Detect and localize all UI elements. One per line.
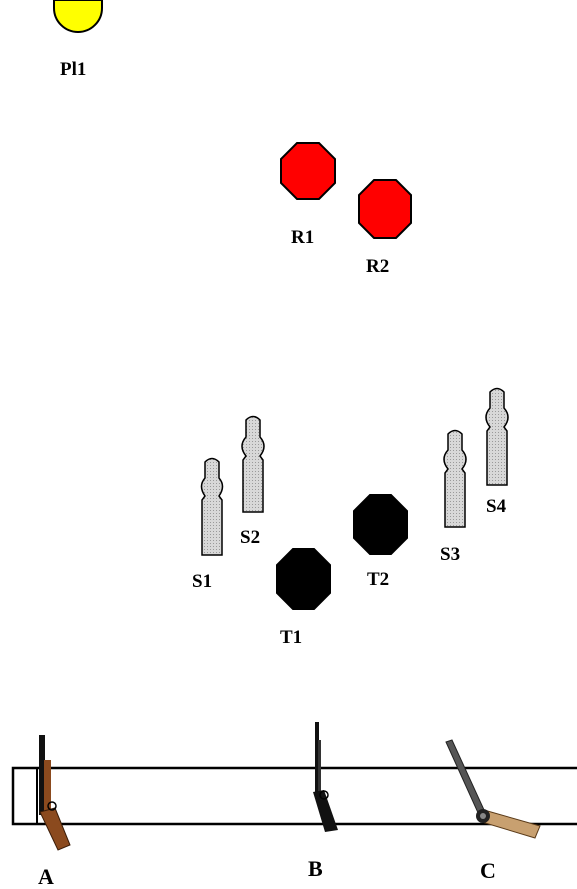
gun-c-shotgun-open xyxy=(445,739,541,839)
s2-label: S2 xyxy=(240,527,261,548)
s3-label: S3 xyxy=(440,544,461,565)
gun-a-rifle xyxy=(39,735,71,851)
gun-c-label: C xyxy=(480,858,496,883)
t1-plate xyxy=(276,548,331,610)
s1-silhouette xyxy=(200,457,224,556)
r2-plate xyxy=(358,179,412,239)
r1-label: R1 xyxy=(291,227,315,248)
r1-plate xyxy=(280,142,336,200)
gun-a-label: A xyxy=(38,864,54,889)
s4-label: S4 xyxy=(486,496,507,517)
pl1-label: Pl1 xyxy=(60,59,87,80)
gun-table xyxy=(11,766,577,826)
t1-label: T1 xyxy=(280,627,303,648)
s2-silhouette xyxy=(241,415,265,513)
gun-b-label: B xyxy=(308,856,323,881)
r2-label: R2 xyxy=(366,256,390,277)
t2-plate xyxy=(353,494,408,555)
s3-silhouette xyxy=(443,429,467,528)
gun-b-shotgun xyxy=(313,722,338,832)
s4-silhouette xyxy=(485,387,509,486)
pl1-plate xyxy=(53,0,103,33)
t2-label: T2 xyxy=(367,569,390,590)
s1-label: S1 xyxy=(192,571,213,592)
